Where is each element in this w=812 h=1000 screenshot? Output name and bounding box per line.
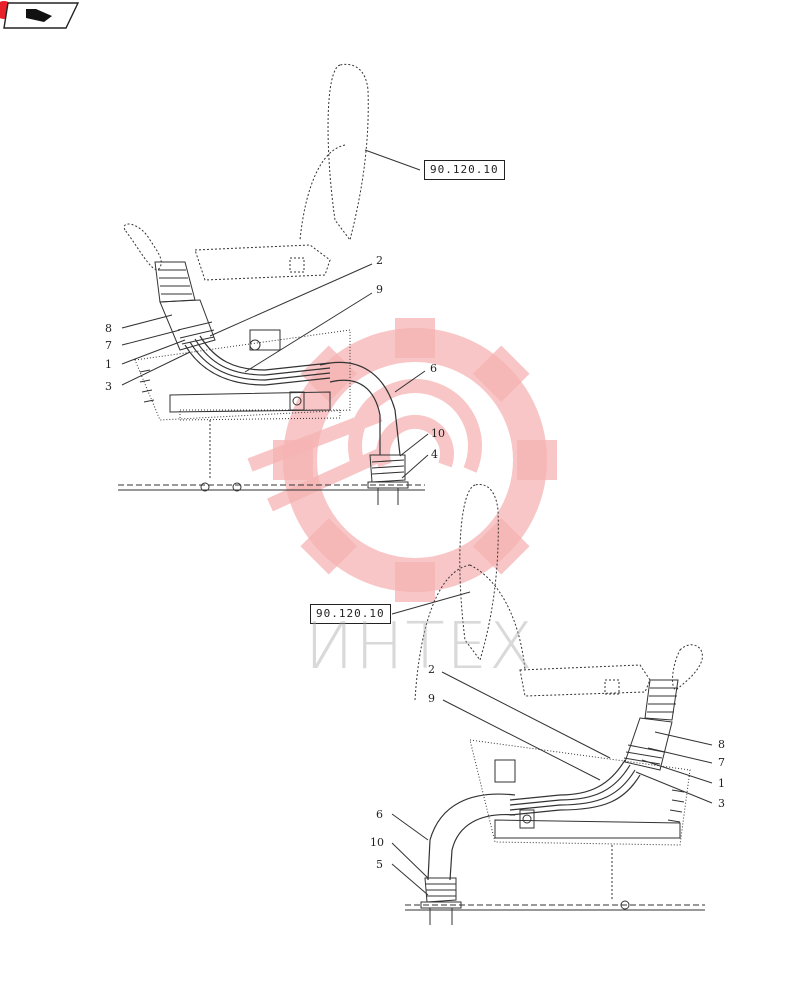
- callout-8-top: 8: [105, 322, 112, 335]
- callout-5-bottom: 5: [376, 858, 383, 871]
- callout-1-bottom: 1: [718, 777, 725, 790]
- callout-3-bottom: 3: [718, 797, 725, 810]
- top-assembly: [118, 63, 429, 505]
- callout-9-top: 9: [376, 283, 383, 296]
- callout-4-top: 4: [431, 448, 438, 461]
- callout-7-bottom: 7: [718, 756, 725, 769]
- callout-3-top: 3: [105, 380, 112, 393]
- callout-7-top: 7: [105, 339, 112, 352]
- callout-6-top: 6: [430, 362, 437, 375]
- callouts-bottom: 8 7 1 3 2 9 6 10 5: [370, 663, 725, 871]
- callouts-top: 8 7 1 3 2 9 6 10 4: [105, 254, 445, 461]
- watermark-arcs: [247, 379, 482, 512]
- reference-box-top[interactable]: 90.120.10: [424, 160, 505, 180]
- watermark-text: ИНТЕХ: [305, 610, 535, 684]
- reference-box-bottom[interactable]: 90.120.10: [310, 604, 391, 624]
- callout-9-bottom: 9: [428, 692, 435, 705]
- callout-10-top: 10: [431, 427, 445, 440]
- callout-8-bottom: 8: [718, 738, 725, 751]
- callout-2-bottom: 2: [428, 663, 435, 676]
- bottom-assembly: [391, 483, 713, 925]
- callout-1-top: 1: [105, 358, 112, 371]
- callout-2-top: 2: [376, 254, 383, 267]
- callout-6-bottom: 6: [376, 808, 383, 821]
- callout-10-bottom: 10: [370, 836, 384, 849]
- book-icon[interactable]: [0, 0, 90, 40]
